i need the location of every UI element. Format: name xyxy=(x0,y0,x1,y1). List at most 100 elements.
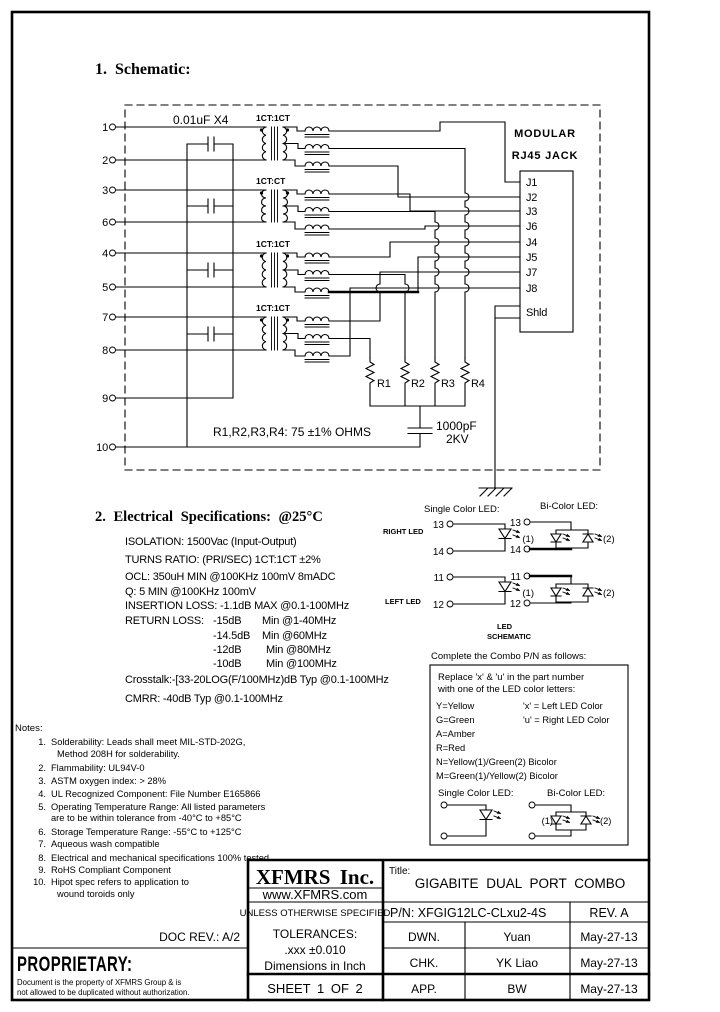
pin-circle xyxy=(109,123,116,131)
diode-1-icon xyxy=(551,588,570,596)
resistor-label: R4 xyxy=(471,378,485,390)
choke-cores xyxy=(304,260,330,299)
spec-turns-ratio: TURNS RATIO: (PRI/SEC) 1CT:1CT ±2% xyxy=(125,554,321,566)
secondary-taps xyxy=(282,316,306,357)
core-lines xyxy=(271,126,278,161)
jack-pin-label: J2 xyxy=(526,192,537,204)
hv-cap-rating: 2KV xyxy=(446,432,469,446)
approval-role: CHK. xyxy=(410,956,439,970)
return-loss-value: -12dB xyxy=(213,644,241,656)
led-pin-label: 12 xyxy=(433,600,445,611)
combo-u-definition: 'u' = Right LED Color xyxy=(523,715,610,725)
jack-pin-label: J5 xyxy=(526,252,537,264)
combo-code: R=Red xyxy=(436,743,465,753)
bi-led-wires xyxy=(529,575,589,604)
combo-bi-diagram: (1) (2) xyxy=(528,801,611,840)
cap-value-label: 0.01uF X4 xyxy=(173,113,229,127)
jack-wire-j8 xyxy=(328,287,521,357)
turns-ratio-label: 1CT:1CT xyxy=(256,239,291,249)
polarity-dot xyxy=(285,191,290,195)
pin-circle xyxy=(109,394,116,402)
bi-led-right: 13 14 (1) (2) xyxy=(510,518,615,556)
schematic-section: 1. Schematic: 1 2 3 6 4 5 7 8 9 10 xyxy=(95,61,601,497)
approval-role: DWN. xyxy=(408,930,440,944)
tolerance-note-line2: TOLERANCES: xyxy=(273,927,357,941)
pin-label: 1 xyxy=(102,122,108,134)
title-block-frame xyxy=(246,858,651,1002)
note-text: Method 208H for solderability. xyxy=(57,749,180,759)
led-pin-label: 12 xyxy=(510,599,522,610)
jack-pin-label: J8 xyxy=(526,283,537,295)
title-label: Title: xyxy=(389,866,410,877)
note-text: Flammability: UL94V-0 xyxy=(51,763,145,773)
part-number: P/N: XFGIG12LC-CLxu2-4S xyxy=(390,906,546,920)
polarity-dot xyxy=(259,318,264,322)
note-text: ASTM oxygen index: > 28% xyxy=(51,776,166,786)
specs-heading: 2. Electrical Specifications: @25°C xyxy=(95,509,323,525)
note-text: Electrical and mechanical specifications… xyxy=(51,853,269,863)
pin-label: 10 xyxy=(96,442,108,454)
resistor-r2 xyxy=(399,357,411,407)
transformer-channel-1: 1CT:1CT xyxy=(256,113,330,173)
blocking-capacitors: 0.01uF X4 xyxy=(173,113,234,448)
choke-cores xyxy=(304,134,330,173)
sheet-number: SHEET 1 OF 2 xyxy=(267,981,362,996)
combo-code: M=Green(1)/Yellow(2) Bicolor xyxy=(436,771,558,781)
bi-led-wires xyxy=(534,804,587,837)
spec-ocl: OCL: 350uH MIN @100KHz 100mV 8mADC xyxy=(125,571,336,583)
polarity-dot xyxy=(285,254,290,258)
tolerance-note-line4: Dimensions in Inch xyxy=(264,959,365,973)
return-loss-cond: Min @100MHz xyxy=(266,658,337,670)
jack-wire-j3-j6 xyxy=(328,193,521,230)
choke-cores xyxy=(304,324,330,363)
note-number: 3. xyxy=(38,776,46,786)
diode-1-label: (1) xyxy=(522,588,534,599)
primary-coil xyxy=(260,189,267,223)
spec-crosstalk: Crosstalk:-[33-20LOG(F/100MHz)dB Typ @0.… xyxy=(125,674,389,686)
pin-label: 9 xyxy=(102,393,108,405)
jack-wire-j5 xyxy=(417,256,521,293)
spec-return-loss-label: RETURN LOSS: xyxy=(125,615,204,627)
approval-name: BW xyxy=(507,982,527,996)
polarity-dot xyxy=(259,191,264,195)
core-lines xyxy=(271,316,278,351)
secondary-taps xyxy=(282,126,306,167)
chassis-ground-icon xyxy=(478,487,513,497)
jack-wire-j4 xyxy=(328,241,521,258)
diode-2-label: (2) xyxy=(603,588,615,599)
resistor-label: R3 xyxy=(441,378,455,390)
choke-windings xyxy=(304,126,330,167)
resistor-r3 xyxy=(429,357,441,407)
title-block-gridlines xyxy=(247,887,650,1001)
choke-windings xyxy=(304,316,330,357)
core-lines xyxy=(271,252,278,288)
company-name: XFMRS Inc. xyxy=(256,865,374,889)
combo-x-definition: 'x' = Left LED Color xyxy=(523,701,603,711)
led-pin-label: 11 xyxy=(511,572,522,583)
termination-wires xyxy=(369,305,521,489)
diode-2-label: (2) xyxy=(600,816,611,826)
note-text: Storage Temperature Range: -55°C to +125… xyxy=(51,827,242,837)
ct-wire-r2 xyxy=(328,273,410,359)
rj45-jack: MODULAR RJ45 JACK J1 J2 J3 J6 J4 J5 J7 J… xyxy=(512,128,577,333)
return-loss-value: -14.5dB xyxy=(213,630,250,642)
combo-single-label: Single Color LED: xyxy=(438,788,514,799)
jack-pin-label: J4 xyxy=(526,237,537,249)
proprietary-title: PROPRIETARY: xyxy=(17,951,132,975)
page-border xyxy=(10,10,651,1002)
pin-label: 3 xyxy=(102,185,108,197)
diode-1-label: (1) xyxy=(542,816,553,826)
secondary-taps xyxy=(282,252,306,293)
secondary-taps xyxy=(282,189,306,230)
combo-header: Complete the Combo P/N as follows: xyxy=(431,651,586,662)
proprietary-text-line2: not allowed to be duplicated without aut… xyxy=(17,988,190,997)
note-number: 10. xyxy=(33,877,46,887)
diode-2-icon xyxy=(583,534,602,542)
note-text: Aqueous wash compatible xyxy=(51,839,160,849)
note-text: Hipot spec refers to application to xyxy=(51,877,189,887)
led-pin-circle xyxy=(440,801,448,809)
led-icon xyxy=(499,582,520,592)
led-caption-line1: LED xyxy=(497,622,513,631)
led-pin-circle xyxy=(528,832,536,840)
